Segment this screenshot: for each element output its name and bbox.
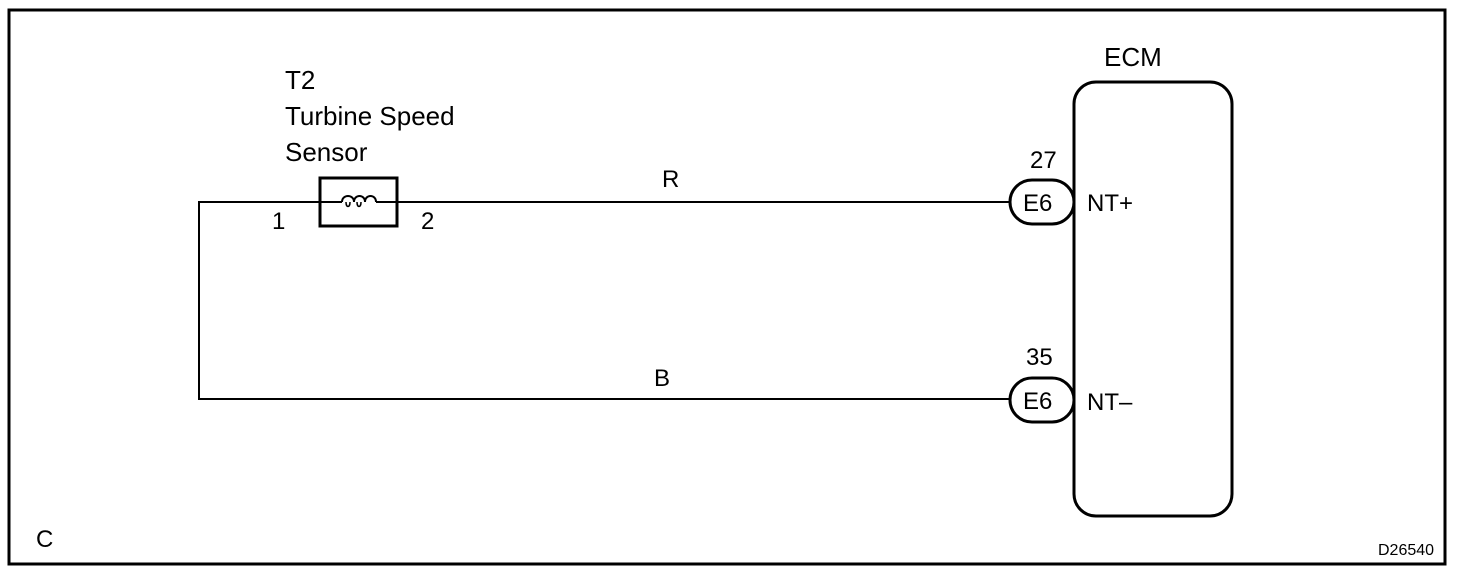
sensor-name-line1: Turbine Speed <box>285 101 455 131</box>
sensor-name-line2: Sensor <box>285 137 368 167</box>
connector-e6-top-label: E6 <box>1023 190 1052 217</box>
coil-icon <box>341 195 377 203</box>
coil-loops-icon <box>345 201 362 208</box>
corner-code: C <box>36 526 53 553</box>
signal-nt-minus: NT– <box>1087 389 1133 416</box>
sensor-id: T2 <box>285 65 315 95</box>
wire-color-r: R <box>662 166 679 193</box>
ecm-label: ECM <box>1104 42 1162 72</box>
wire-b-return <box>198 201 1010 400</box>
sensor-pin-1: 1 <box>272 208 285 235</box>
wire-color-b: B <box>654 365 670 392</box>
figure-id: D26540 <box>1378 542 1434 559</box>
sensor-pin-2: 2 <box>421 208 434 235</box>
terminal-pin-27: 27 <box>1030 147 1057 174</box>
connector-e6-bottom <box>1008 376 1076 424</box>
terminal-pin-35: 35 <box>1026 344 1053 371</box>
connector-e6-top <box>1008 178 1076 226</box>
turbine-speed-sensor <box>318 176 399 228</box>
ecm-box <box>1072 80 1234 518</box>
connector-e6-bottom-label: E6 <box>1023 388 1052 415</box>
signal-nt-plus: NT+ <box>1087 190 1133 217</box>
